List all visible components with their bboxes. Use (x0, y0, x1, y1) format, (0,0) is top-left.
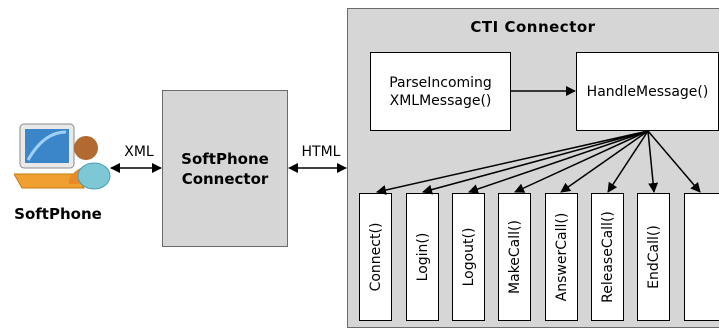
softphone-icon (13, 118, 114, 200)
method-label-logout: Logout() (460, 227, 477, 287)
method-box-makecall: MakeCall() (498, 193, 531, 321)
parse-incoming-box: ParseIncoming XMLMessage() (370, 52, 511, 131)
method-label-login: Login() (414, 232, 431, 282)
method-box-answercall: AnswerCall() (545, 193, 578, 321)
method-label-connect: Connect() (367, 222, 384, 292)
parse-incoming-line2: XMLMessage() (389, 92, 492, 109)
method-label-releasecall: ReleaseCall() (599, 211, 616, 303)
softphone-connector-title-line2: Connector (181, 169, 269, 188)
method-box-login: Login() (406, 193, 439, 321)
method-label-answercall: AnswerCall() (553, 212, 570, 302)
method-box-endcall: EndCall() (637, 193, 670, 321)
method-label-makecall: MakeCall() (506, 220, 523, 294)
softphone-connector-box: SoftPhone Connector (162, 90, 288, 247)
xml-label: XML (124, 144, 154, 160)
html-label: HTML (301, 144, 341, 160)
softphone-label: SoftPhone (14, 205, 102, 223)
method-box-connect: Connect() (359, 193, 392, 321)
method-box-blank (684, 193, 719, 321)
parse-incoming-line1: ParseIncoming (389, 74, 492, 91)
cti-connector-title: CTI Connector (470, 18, 596, 36)
method-label-endcall: EndCall() (645, 225, 662, 289)
softphone-connector-title-line1: SoftPhone (181, 149, 269, 168)
method-box-logout: Logout() (452, 193, 485, 321)
method-box-releasecall: ReleaseCall() (591, 193, 624, 321)
handle-message-box: HandleMessage() (576, 52, 719, 131)
